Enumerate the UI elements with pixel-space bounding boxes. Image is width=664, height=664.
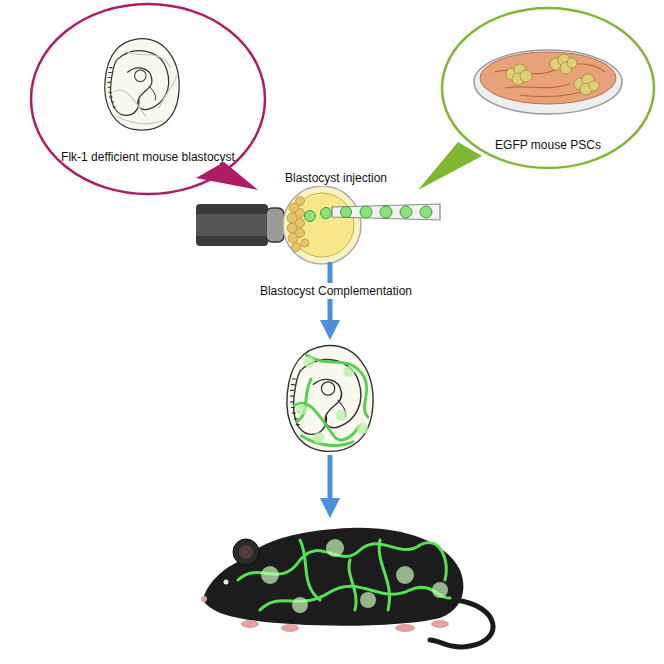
process-arrow — [328, 455, 333, 508]
bubble-ellipse — [442, 8, 654, 168]
callout-bubble: Flk-1 defficient mouse blastocyst — [29, 2, 267, 196]
step-label: Blastocyst Complementation — [258, 283, 414, 299]
holding-pipette — [196, 204, 284, 246]
bubble-caption: Flk-1 defficient mouse blastocyst — [56, 150, 240, 164]
petri-dish — [474, 50, 622, 114]
bubble-ellipse — [31, 4, 265, 194]
callout-bubble: EGFP mouse PSCs — [440, 6, 656, 170]
blastocyst — [283, 186, 361, 264]
bubble-caption: EGFP mouse PSCs — [473, 138, 623, 152]
chimeric-mouse — [201, 528, 493, 647]
embryo-illustration — [105, 39, 179, 130]
bubble-outline — [29, 2, 267, 196]
step-label: Blastocyst injection — [283, 170, 389, 186]
bubble-tail — [418, 142, 482, 190]
bubble-tail — [196, 162, 258, 190]
chimera-embryo — [287, 346, 373, 452]
injection-needle — [332, 204, 440, 220]
